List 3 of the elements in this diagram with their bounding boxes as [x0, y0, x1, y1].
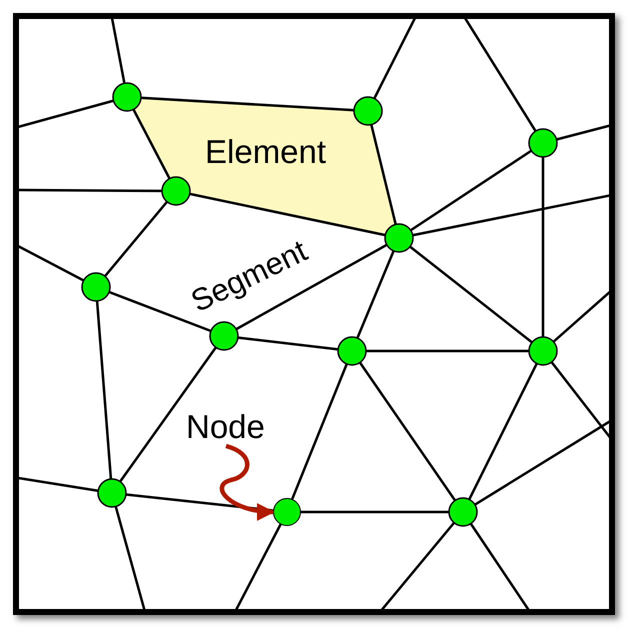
element-label: Element	[205, 135, 326, 168]
mesh-node	[273, 498, 301, 526]
node-label: Node	[186, 410, 265, 443]
